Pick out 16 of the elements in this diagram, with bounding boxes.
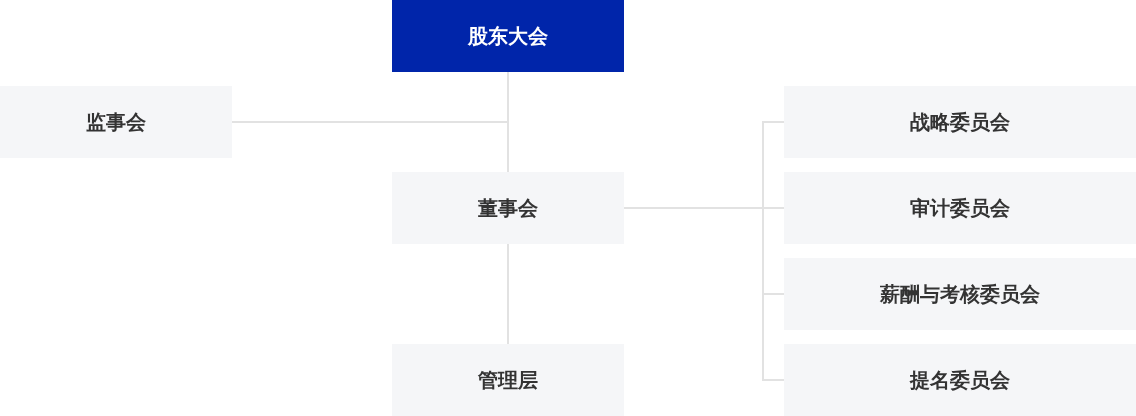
- org-box: [392, 172, 624, 244]
- org-box: [784, 172, 1136, 244]
- org-label: 提名委员会: [910, 366, 1010, 394]
- org-label: 管理层: [478, 366, 538, 394]
- org-box: [0, 86, 232, 158]
- org-box: [392, 344, 624, 416]
- org-label: 薪酬与考核委员会: [880, 280, 1040, 308]
- org-label: 股东大会: [468, 22, 548, 50]
- org-label: 战略委员会: [910, 108, 1010, 136]
- org-box: [784, 344, 1136, 416]
- org-box: [784, 86, 1136, 158]
- org-label: 监事会: [86, 108, 146, 136]
- org-label: 审计委员会: [910, 194, 1010, 222]
- org-label: 董事会: [478, 194, 538, 222]
- org-box: [392, 0, 624, 72]
- org-box: [784, 258, 1136, 330]
